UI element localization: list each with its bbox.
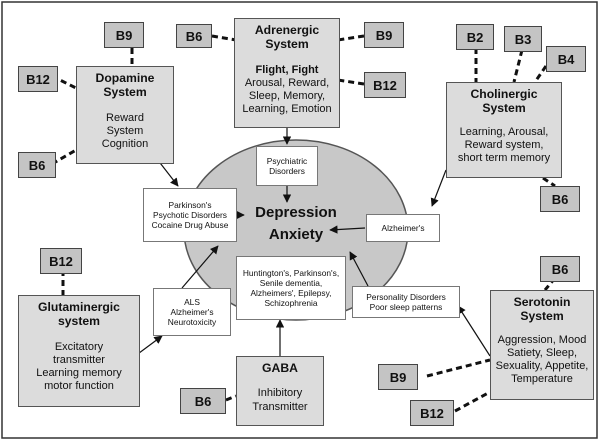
cholinergic-line-3: short term memory [457, 152, 551, 165]
serotonin-system-box: Serotonin System Aggression, Mood Satiet… [490, 290, 594, 400]
psychiatric-line-2: Disorders [269, 166, 305, 176]
glutaminergic-title-2: system [57, 314, 100, 329]
serotonin-line-2: Satiety, Sleep, [506, 346, 578, 359]
dopamine-line-2: System [106, 124, 144, 137]
huntingtons-line-3: Alzheimers', Epilepsy, [250, 288, 332, 298]
vitamin-b2-cholinergic: B2 [456, 24, 494, 50]
center-depression: Depression [255, 204, 337, 221]
parkinsons-line-2: Psychotic Disorders [152, 209, 227, 220]
personality-line-2: Poor sleep patterns [369, 302, 443, 312]
vitamin-b6-serotonin: B6 [540, 256, 580, 282]
glutaminergic-line-2: transmitter [53, 353, 105, 366]
huntingtons-line-4: Schizophrenia [264, 298, 318, 309]
als-line-2: Alzheimer's [170, 306, 214, 317]
gaba-title: GABA [262, 361, 298, 375]
vitamin-b12-adrenergic: B12 [364, 72, 406, 98]
dopamine-line-1: Reward [106, 111, 144, 124]
adrenergic-line-2: Sleep, Memory, [248, 90, 326, 103]
alzheimers-box: Alzheimer's [366, 214, 440, 242]
vitamin-b6-cholinergic: B6 [540, 186, 580, 212]
vitamin-b3-cholinergic: B3 [504, 26, 542, 52]
vitamin-b6-gaba: B6 [180, 388, 226, 414]
cholinergic-system-box: Cholinergic System Learning, Arousal, Re… [446, 82, 562, 178]
glutaminergic-line-3: Learning memory [36, 367, 122, 380]
als-box: ALS Alzheimer's Neurotoxicity [153, 288, 231, 336]
glutaminergic-line-1: Excitatory [54, 340, 104, 353]
serotonin-title-2: System [520, 309, 564, 324]
psychiatric-disorders-box: Psychiatric Disorders [256, 146, 318, 186]
cholinergic-title-2: System [482, 101, 526, 116]
glutaminergic-title-1: Glutaminergic [38, 300, 120, 314]
gaba-line-1: Inhibitory [257, 387, 303, 400]
adrenergic-title-2: System [265, 37, 309, 52]
als-line-1: ALS [184, 296, 200, 307]
vitamin-b6-dopamine: B6 [18, 152, 56, 178]
center-anxiety: Anxiety [268, 225, 324, 243]
dopamine-title-1: Dopamine [95, 71, 155, 85]
vitamin-b9-adrenergic: B9 [364, 22, 404, 48]
personality-disorders-box: Personality Disorders Poor sleep pattern… [352, 286, 460, 318]
glutaminergic-line-4: motor function [44, 380, 114, 393]
alzheimers-line-1: Alzheimer's [381, 222, 425, 233]
psychiatric-line-1: Psychiatric [266, 155, 308, 166]
cholinergic-line-2: Reward system, [464, 138, 544, 151]
adrenergic-line-3: Learning, Emotion [242, 103, 332, 116]
adrenergic-flight-fight: Flight, Fight [255, 63, 319, 76]
dopamine-title-2: System [103, 85, 147, 100]
vitamin-b9-dopamine: B9 [104, 22, 144, 48]
personality-line-1: Personality Disorders [366, 291, 446, 302]
arrow-links [118, 127, 491, 369]
dopamine-line-3: Cognition [101, 138, 149, 151]
adrenergic-title-1: Adrenergic [254, 23, 320, 37]
adrenergic-system-box: Adrenergic System Flight, Fight Arousal,… [234, 18, 340, 128]
gaba-line-2: Transmitter [252, 400, 308, 413]
cholinergic-title-1: Cholinergic [470, 87, 538, 101]
center-label: Depression Anxiety [240, 202, 352, 246]
vitamin-b4-cholinergic: B4 [546, 46, 586, 72]
vitamin-b9-serotonin: B9 [378, 364, 418, 390]
serotonin-line-3: Sexuality, Appetite, [495, 360, 589, 373]
serotonin-line-1: Aggression, Mood [497, 333, 587, 346]
serotonin-line-4: Temperature [511, 373, 573, 386]
als-line-3: Neurotoxicity [167, 317, 217, 328]
parkinsons-line-3: Cocaine Drug Abuse [151, 220, 229, 231]
parkinsons-box: Parkinson's Psychotic Disorders Cocaine … [143, 188, 237, 242]
vitamin-b12-serotonin: B12 [410, 400, 454, 426]
vitamin-b12-dopamine: B12 [18, 66, 58, 92]
serotonin-title-1: Serotonin [513, 295, 571, 309]
adrenergic-line-1: Arousal, Reward, [244, 76, 330, 89]
parkinsons-line-1: Parkinson's [168, 199, 212, 210]
vitamin-b6-adrenergic: B6 [176, 24, 212, 48]
glutaminergic-system-box: Glutaminergic system Excitatory transmit… [18, 295, 140, 407]
vitamin-b12-glutaminergic: B12 [40, 248, 82, 274]
cholinergic-line-1: Learning, Arousal, [459, 125, 549, 138]
huntingtons-box: Huntington's, Parkinson's, Senile dement… [236, 256, 346, 320]
gaba-system-box: GABA Inhibitory Transmitter [236, 356, 324, 426]
dopamine-system-box: Dopamine System Reward System Cognition [76, 66, 174, 164]
huntingtons-line-1: Huntington's, Parkinson's, [242, 267, 340, 278]
huntingtons-line-2: Senile dementia, [259, 277, 323, 288]
